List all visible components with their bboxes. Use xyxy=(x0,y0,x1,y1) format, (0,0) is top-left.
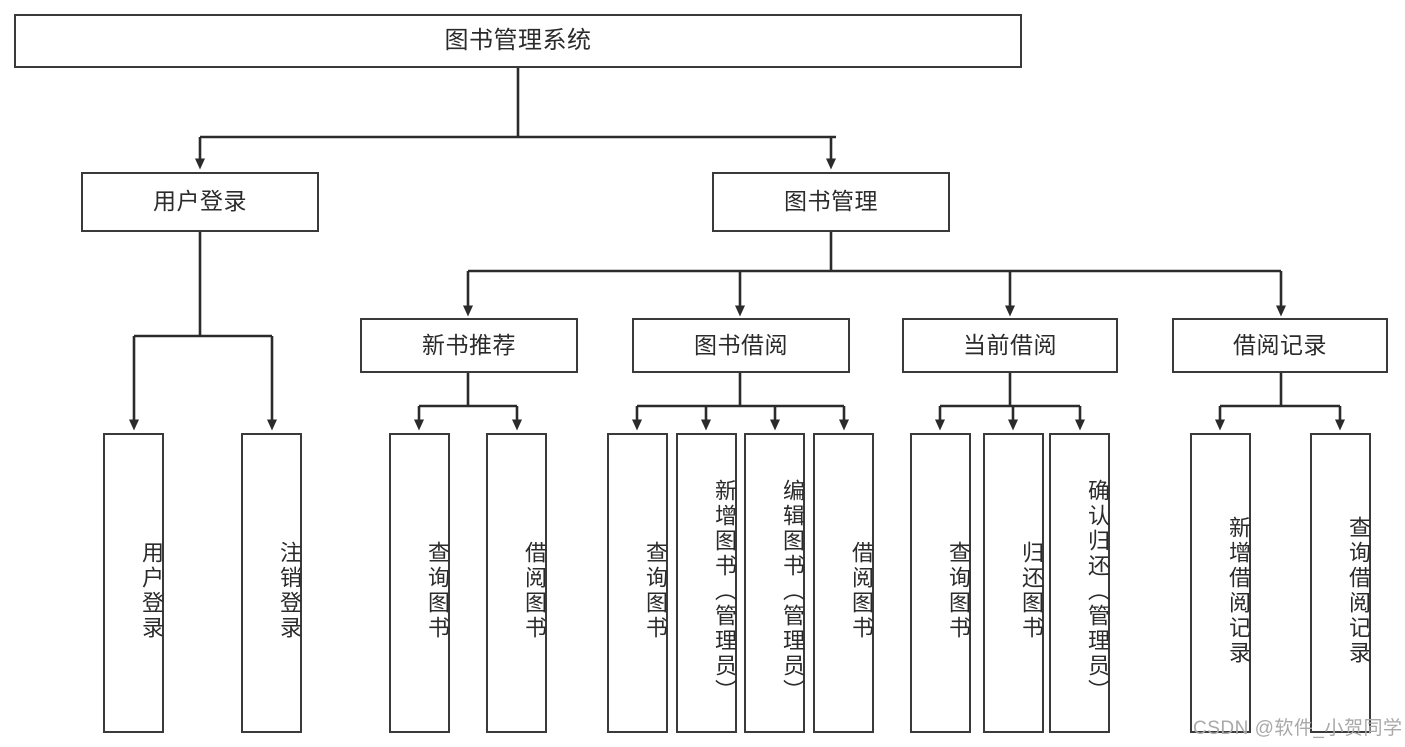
leaf-node-label: 归还图书 xyxy=(1019,541,1044,641)
leaf-node[interactable]: 查询图书 xyxy=(389,433,450,733)
leaf-node-label: 编辑图书（管理员） xyxy=(780,478,805,704)
leaf-node[interactable]: 新增图书（管理员） xyxy=(676,433,737,733)
leaf-node-label: 查询图书 xyxy=(425,541,450,641)
leaf-node[interactable]: 查询借阅记录 xyxy=(1310,433,1371,733)
node-current-borrow[interactable]: 当前借阅 xyxy=(902,318,1118,373)
node-root-label: 图书管理系统 xyxy=(444,26,592,54)
node-borrow-records-label: 借阅记录 xyxy=(1233,331,1327,358)
leaf-node[interactable]: 编辑图书（管理员） xyxy=(744,433,805,733)
leaf-node[interactable]: 确认归还（管理员） xyxy=(1049,433,1110,733)
leaf-node-label: 用户登录 xyxy=(139,541,164,641)
leaf-node-label: 查询图书 xyxy=(946,541,971,641)
node-current-borrow-label: 当前借阅 xyxy=(963,331,1057,358)
leaf-node[interactable]: 查询图书 xyxy=(910,433,971,733)
leaf-node[interactable]: 新增借阅记录 xyxy=(1190,433,1251,733)
node-book-management[interactable]: 图书管理 xyxy=(712,172,950,232)
node-user-login[interactable]: 用户登录 xyxy=(81,172,319,232)
leaf-node-label: 注销登录 xyxy=(277,541,302,641)
node-borrow-records[interactable]: 借阅记录 xyxy=(1172,318,1388,373)
leaf-node-label: 借阅图书 xyxy=(849,541,874,641)
leaf-node-label: 新增借阅记录 xyxy=(1226,516,1251,666)
node-new-book-recommend-label: 新书推荐 xyxy=(422,331,516,358)
leaf-node-label: 新增图书（管理员） xyxy=(712,478,737,704)
leaf-node-label: 查询借阅记录 xyxy=(1346,516,1371,666)
node-book-management-label: 图书管理 xyxy=(784,188,878,215)
leaf-node-label: 查询图书 xyxy=(643,541,668,641)
node-new-book-recommend[interactable]: 新书推荐 xyxy=(360,318,578,373)
node-user-login-label: 用户登录 xyxy=(153,188,247,215)
leaf-node-label: 借阅图书 xyxy=(522,541,547,641)
csdn-watermark: CSDN @软件_小贺同学 xyxy=(1193,718,1403,739)
node-book-borrow[interactable]: 图书借阅 xyxy=(632,318,850,373)
leaf-node[interactable]: 借阅图书 xyxy=(813,433,874,733)
leaf-node[interactable]: 查询图书 xyxy=(607,433,668,733)
leaf-node[interactable]: 借阅图书 xyxy=(486,433,547,733)
node-book-borrow-label: 图书借阅 xyxy=(694,331,788,358)
leaf-node[interactable]: 用户登录 xyxy=(103,433,164,733)
leaf-node[interactable]: 归还图书 xyxy=(983,433,1044,733)
leaf-node[interactable]: 注销登录 xyxy=(241,433,302,733)
node-root[interactable]: 图书管理系统 xyxy=(14,14,1022,68)
leaf-node-label: 确认归还（管理员） xyxy=(1085,478,1110,704)
